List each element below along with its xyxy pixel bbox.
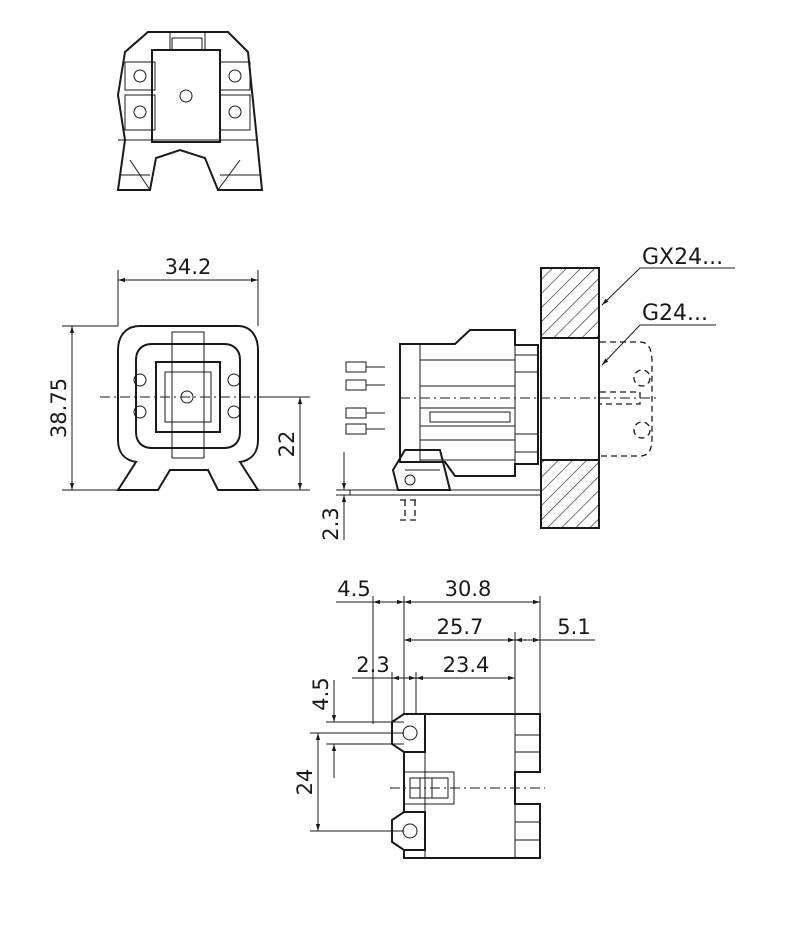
- label-g24: G24...: [642, 301, 708, 326]
- dim-tab-offset-v: 4.5: [309, 677, 333, 710]
- dim-base-offset: 2.3: [319, 507, 343, 540]
- top-rear-view: [116, 31, 264, 191]
- dim-side-depth: 30.8: [445, 577, 492, 601]
- dim-overall-height: 38.75: [47, 378, 71, 438]
- contact-pins: [345, 361, 385, 435]
- dim-overall-width: 34.2: [165, 255, 212, 279]
- dim-inner-body: 23.4: [443, 653, 490, 677]
- dim-flange: 5.1: [557, 615, 590, 639]
- side-view: GX24... G24...: [345, 245, 735, 529]
- label-gx24: GX24...: [642, 245, 723, 270]
- dim-hole-spacing: 24: [293, 769, 317, 796]
- bottom-view-dimensions: 4.5 30.8 25.7 5.1 2.3 23.4 4.5 24: [293, 577, 595, 832]
- dim-center-height: 22: [275, 431, 299, 458]
- dim-tab-offset-h: 4.5: [337, 577, 370, 601]
- side-view-dimensions: 2.3: [319, 452, 400, 541]
- dim-side-body: 25.7: [437, 615, 484, 639]
- front-view: [100, 325, 275, 491]
- dim-tab-offset-h2: 2.3: [356, 653, 389, 677]
- front-view-dimensions: 34.2 38.75 22: [47, 255, 310, 491]
- bottom-view: [390, 713, 545, 859]
- wall-cutout: [540, 337, 600, 461]
